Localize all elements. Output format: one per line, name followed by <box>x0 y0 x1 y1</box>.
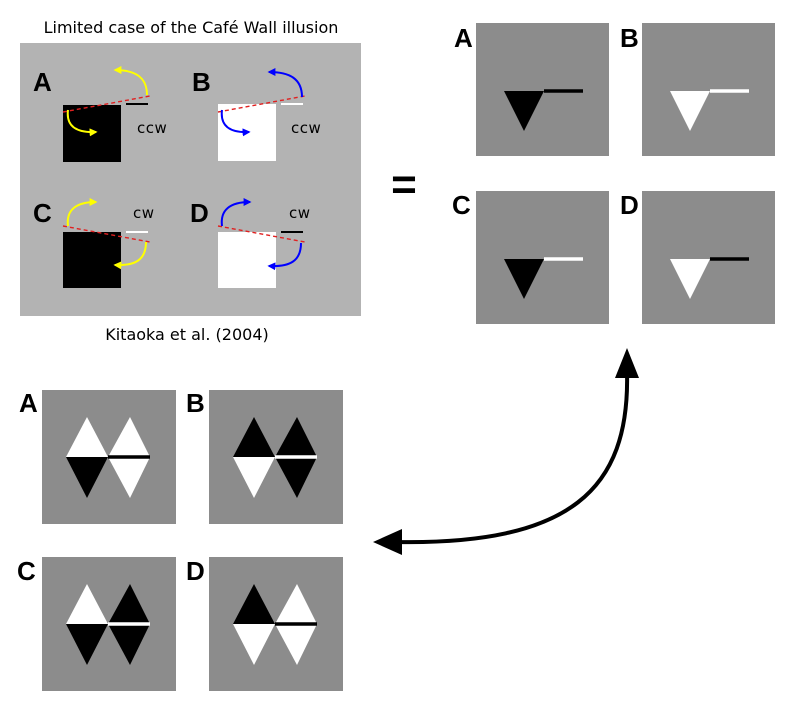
white-square <box>218 232 276 288</box>
lower-triangle <box>275 624 317 665</box>
lower-triangle <box>66 457 108 498</box>
panel-label-d: D <box>190 198 209 228</box>
panel-background <box>642 23 775 156</box>
illustration-panel-b: B ccw <box>192 67 321 161</box>
dashed-tilt-line <box>217 225 306 243</box>
panel-background <box>476 23 609 156</box>
panel-label-a: A <box>454 23 473 53</box>
panel-background <box>476 191 609 324</box>
lower-triangle <box>108 624 150 665</box>
yellow-arrow-icon <box>113 241 147 270</box>
arrowhead-up <box>615 348 639 378</box>
diamond-panels: A B C D <box>17 388 343 691</box>
dashed-tilt-line <box>217 95 306 113</box>
white-triangle <box>670 259 710 299</box>
lower-triangle <box>66 624 108 665</box>
panel-label-b: B <box>186 388 205 418</box>
lower-triangle <box>275 457 317 498</box>
panel-label-c: C <box>17 556 36 586</box>
black-square <box>63 232 121 288</box>
blue-arrow-icon <box>267 242 302 271</box>
illustration-panel-d: D cw <box>190 198 311 288</box>
triangle-panel-d: D <box>620 190 775 324</box>
panel-label-a: A <box>33 67 52 97</box>
kitaoka-illustration: Limited case of the Café Wall illusion A… <box>20 18 361 344</box>
blue-arrow-icon <box>220 198 252 227</box>
yellow-arrow-icon <box>113 66 148 96</box>
upper-triangle <box>108 417 150 457</box>
black-square <box>63 105 121 162</box>
diamond-panel-d: D <box>186 556 343 691</box>
triangle-panel-a: A <box>454 23 609 156</box>
triangle-panel-c: C <box>452 190 609 324</box>
diamond-panel-a: A <box>19 388 176 524</box>
upper-triangle <box>66 584 108 624</box>
panel-label-a: A <box>19 388 38 418</box>
yellow-arrow-icon <box>66 109 98 137</box>
rotation-direction: ccw <box>137 119 167 137</box>
rotation-direction: cw <box>289 204 311 222</box>
panel-label-d: D <box>620 190 639 220</box>
upper-triangle <box>108 584 150 624</box>
illustration-title: Limited case of the Café Wall illusion <box>44 18 339 37</box>
diamond-panel-c: C <box>17 556 176 691</box>
lower-triangle <box>108 457 150 498</box>
blue-arrow-icon <box>220 109 251 137</box>
lower-triangle <box>233 624 275 665</box>
curved-arrow-shaft <box>395 371 630 545</box>
upper-triangle <box>275 417 317 457</box>
panel-label-d: D <box>186 556 205 586</box>
illustration-panel-a: A ccw <box>33 66 167 162</box>
panel-label-c: C <box>452 190 471 220</box>
double-headed-arrow-icon <box>373 348 639 555</box>
blue-arrow-icon <box>267 68 303 98</box>
upper-triangle <box>66 417 108 457</box>
upper-triangle <box>275 584 317 624</box>
citation: Kitaoka et al. (2004) <box>105 325 269 344</box>
equals-sign: = <box>391 160 417 209</box>
illustration-panel-c: C cw <box>33 198 155 288</box>
panel-label-b: B <box>620 23 639 53</box>
panel-label-b: B <box>192 67 211 97</box>
triangle-line-panels: A B C D <box>452 23 775 324</box>
triangle-panel-b: B <box>620 23 775 156</box>
panel-label-c: C <box>33 198 52 228</box>
arrowhead-left <box>373 529 402 555</box>
black-triangle <box>504 91 544 131</box>
upper-triangle <box>233 584 275 624</box>
rotation-direction: ccw <box>291 119 321 137</box>
diamond-panel-b: B <box>186 388 343 524</box>
white-triangle <box>670 91 710 131</box>
dashed-tilt-line <box>62 225 151 243</box>
panel-background <box>642 191 775 324</box>
rotation-direction: cw <box>133 204 155 222</box>
yellow-arrow-icon <box>66 198 98 227</box>
lower-triangle <box>233 457 275 498</box>
dashed-tilt-line <box>62 95 151 113</box>
upper-triangle <box>233 417 275 457</box>
black-triangle <box>504 259 544 299</box>
